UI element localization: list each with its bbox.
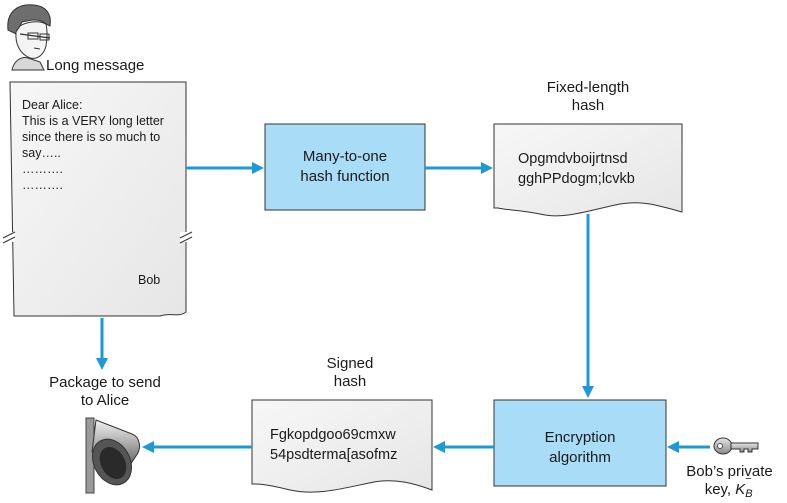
signed-hash-title-2: hash [333,373,367,390]
hash-function-label-1: Many-to-one [302,148,388,165]
letter-line-5: ………. [22,162,63,176]
encryption-box [493,399,667,487]
private-key-superscript: − [745,473,752,486]
encryption-label-2: algorithm [549,449,611,466]
long-message-label: Long message [46,57,145,74]
fixed-hash-value-1: Opgmdvboijrtnsd [518,151,628,167]
private-key-subscript: B [745,488,753,501]
letter-line-4: say….. [22,146,61,160]
package-label-1: Package to send [49,374,161,391]
private-key-label-1: Bob’s private [686,463,773,480]
encryption-label-1: Encryption [544,429,616,446]
flow-arrows [96,162,710,453]
key-icon [713,437,759,455]
fixed-hash-title-1: Fixed-length [546,79,630,96]
signed-hash-title-1: Signed [326,355,374,372]
private-key-prefix: key, [704,481,736,498]
private-key-indices: −B [745,474,754,501]
signed-hash-value-1: Fgkopdgoo69cmxw [270,427,396,443]
package-label-2: to Alice [80,392,130,409]
letter-line-6: ………. [22,178,63,192]
letter-line-1: Dear Alice: [22,98,83,112]
person-icon [7,4,51,71]
letter-signature: Bob [138,273,161,287]
signed-hash-document [251,399,433,493]
letter-line-2: This is a VERY long letter [22,114,164,128]
fixed-hash-value-2: gghPPdogm;lcvkb [518,171,635,187]
long-message-document [2,81,193,317]
signed-hash-value-2: 54psdterma[asofmz [270,447,398,463]
fixed-hash-title-2: hash [571,97,605,114]
hash-function-label-2: hash function [300,168,390,185]
private-key-label-2: key, K−B [672,474,787,501]
fixed-hash-document [493,123,683,217]
private-key-symbol: K [735,481,746,498]
mailbox-icon [85,417,140,494]
letter-line-3: since there is so much to [22,130,161,144]
